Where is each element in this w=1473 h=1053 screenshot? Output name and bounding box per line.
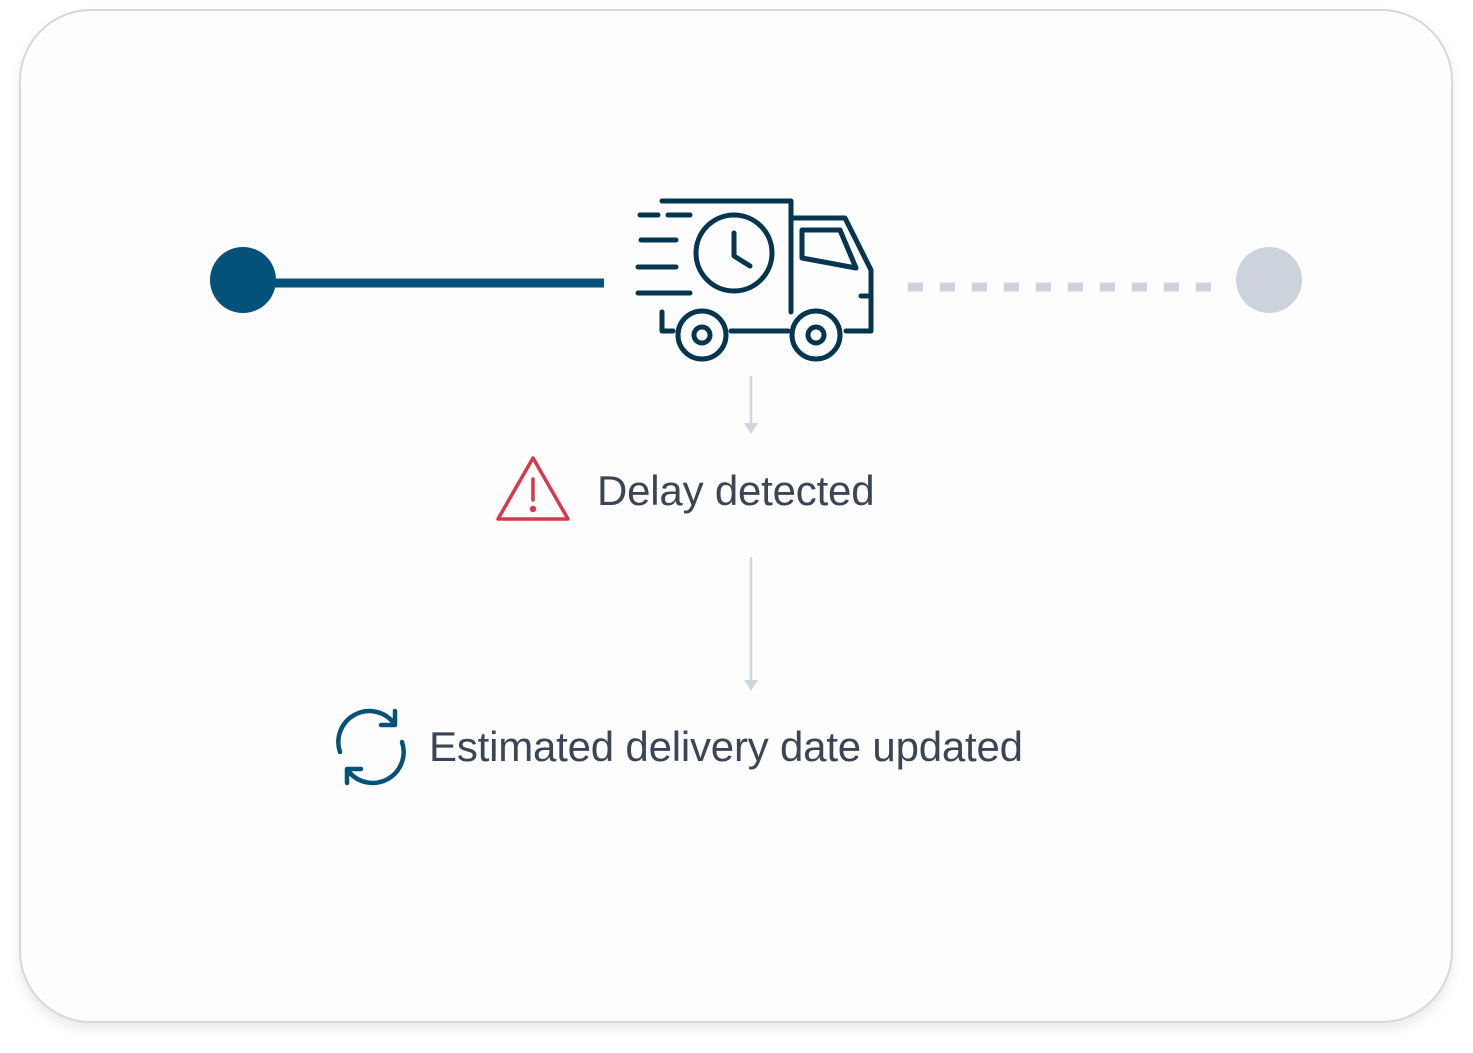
- warning-triangle-icon: [496, 456, 570, 521]
- delivery-date-updated-label: Estimated delivery date updated: [429, 723, 1023, 770]
- timeline-card: [19, 9, 1453, 1023]
- delivery-truck-clock-icon: [635, 198, 874, 362]
- connector-arrow-1: [744, 376, 758, 434]
- connector-arrow-2: [744, 557, 758, 691]
- refresh-icon: [336, 708, 406, 786]
- delay-detected-label: Delay detected: [597, 467, 875, 514]
- end-node: [1236, 247, 1302, 313]
- start-node: [210, 247, 276, 313]
